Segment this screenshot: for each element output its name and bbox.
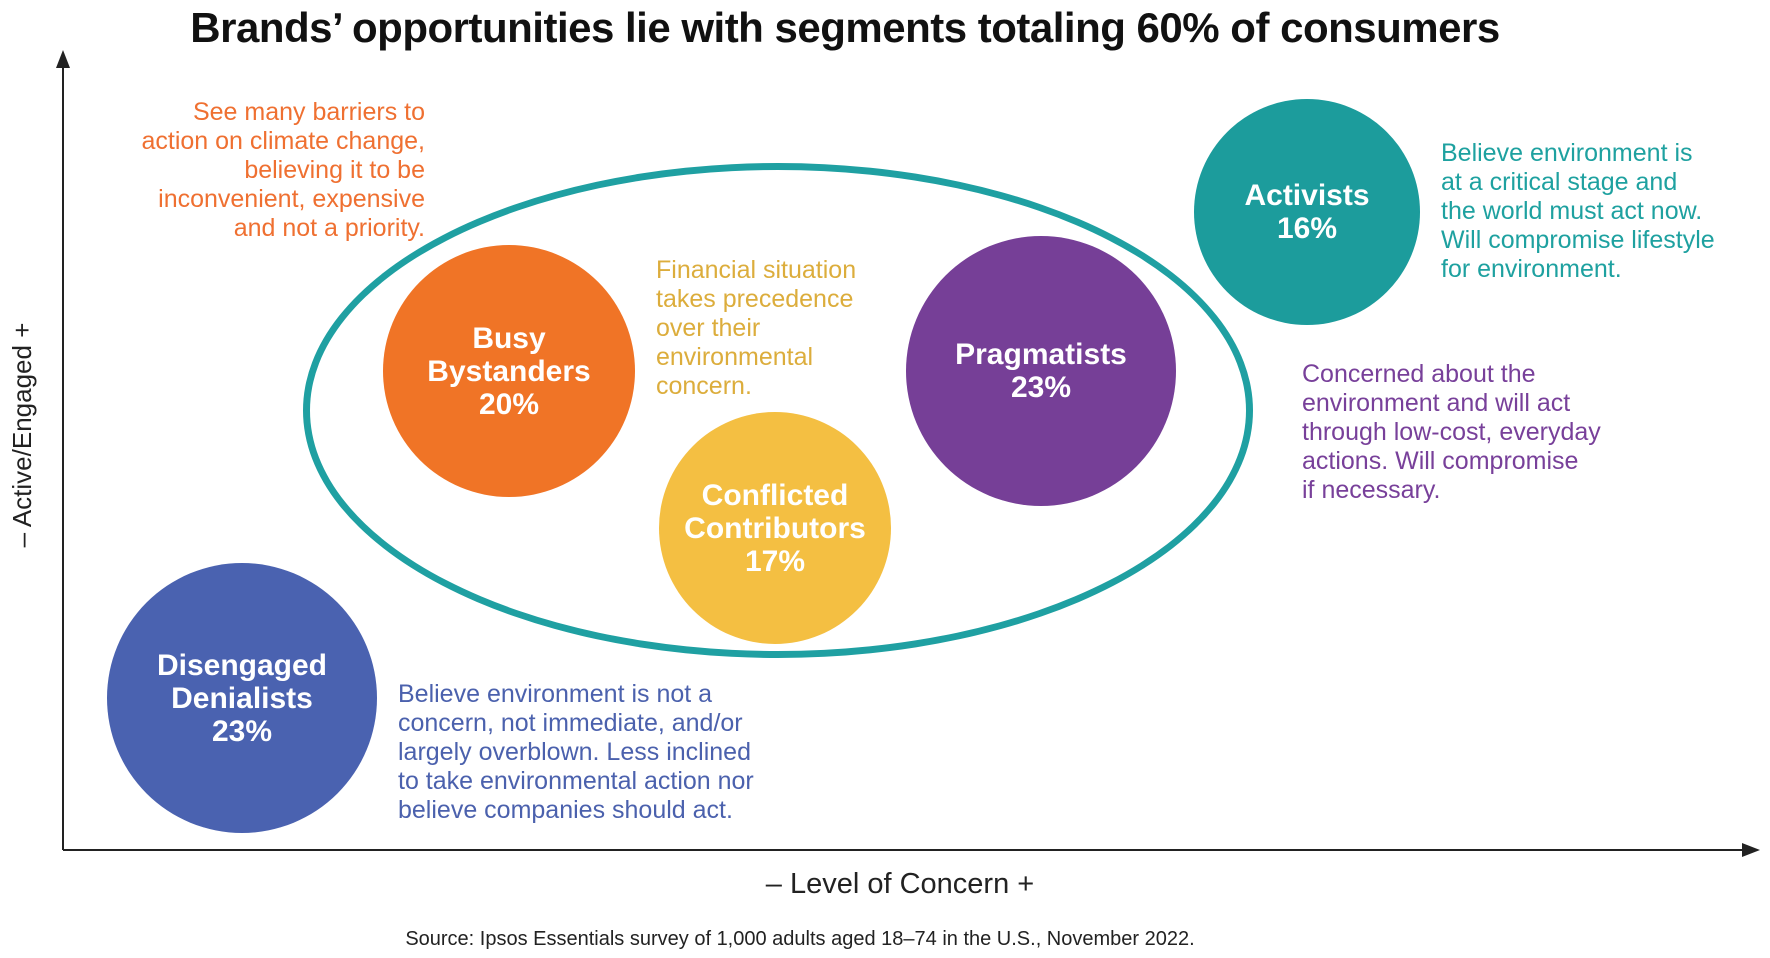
segment-percent: 16% xyxy=(1276,212,1338,245)
busy-bystanders-description: See many barriers to action on climate c… xyxy=(141,98,425,242)
conflicted-contributors-circle: Conflicted Contributors 17% xyxy=(659,412,891,644)
disengaged-denialists-circle: Disengaged Denialists 23% xyxy=(107,563,377,833)
segment-percent: 23% xyxy=(1010,371,1072,404)
disengaged-denialists-description: Believe environment is not a concern, no… xyxy=(398,680,754,824)
activists-description: Believe environment is at a critical sta… xyxy=(1441,139,1715,283)
page-title: Brands’ opportunities lie with segments … xyxy=(190,4,1500,51)
segment-name: Contributors xyxy=(684,511,866,545)
x-axis-label: – Level of Concern + xyxy=(765,868,1035,900)
segment-name: Denialists xyxy=(171,681,313,715)
segment-name: Disengaged xyxy=(156,648,328,682)
activists-circle: Activists 16% xyxy=(1194,99,1420,325)
pragmatists-description: Concerned about the environment and will… xyxy=(1302,360,1601,504)
segment-percent: 23% xyxy=(211,714,273,748)
pragmatists-circle: Pragmatists 23% xyxy=(906,236,1176,506)
y-axis-label: – Active/Engaged + xyxy=(7,322,37,548)
segment-percent: 20% xyxy=(478,387,540,421)
busy-bystanders-circle: Busy Bystanders 20% xyxy=(383,245,635,497)
x-axis xyxy=(63,843,1760,857)
segment-name: Bystanders xyxy=(427,354,591,388)
opportunity-ellipse xyxy=(303,163,1253,658)
y-axis xyxy=(56,50,70,850)
source-note: Source: Ipsos Essentials survey of 1,000… xyxy=(405,928,1195,950)
segment-percent: 17% xyxy=(744,544,806,578)
segment-name: Busy xyxy=(472,321,546,355)
segment-name: Pragmatists xyxy=(955,338,1127,371)
segment-name: Activists xyxy=(1244,179,1370,212)
segment-name: Conflicted xyxy=(701,478,849,512)
conflicted-contributors-description: Financial situation takes precedence ove… xyxy=(656,256,857,400)
